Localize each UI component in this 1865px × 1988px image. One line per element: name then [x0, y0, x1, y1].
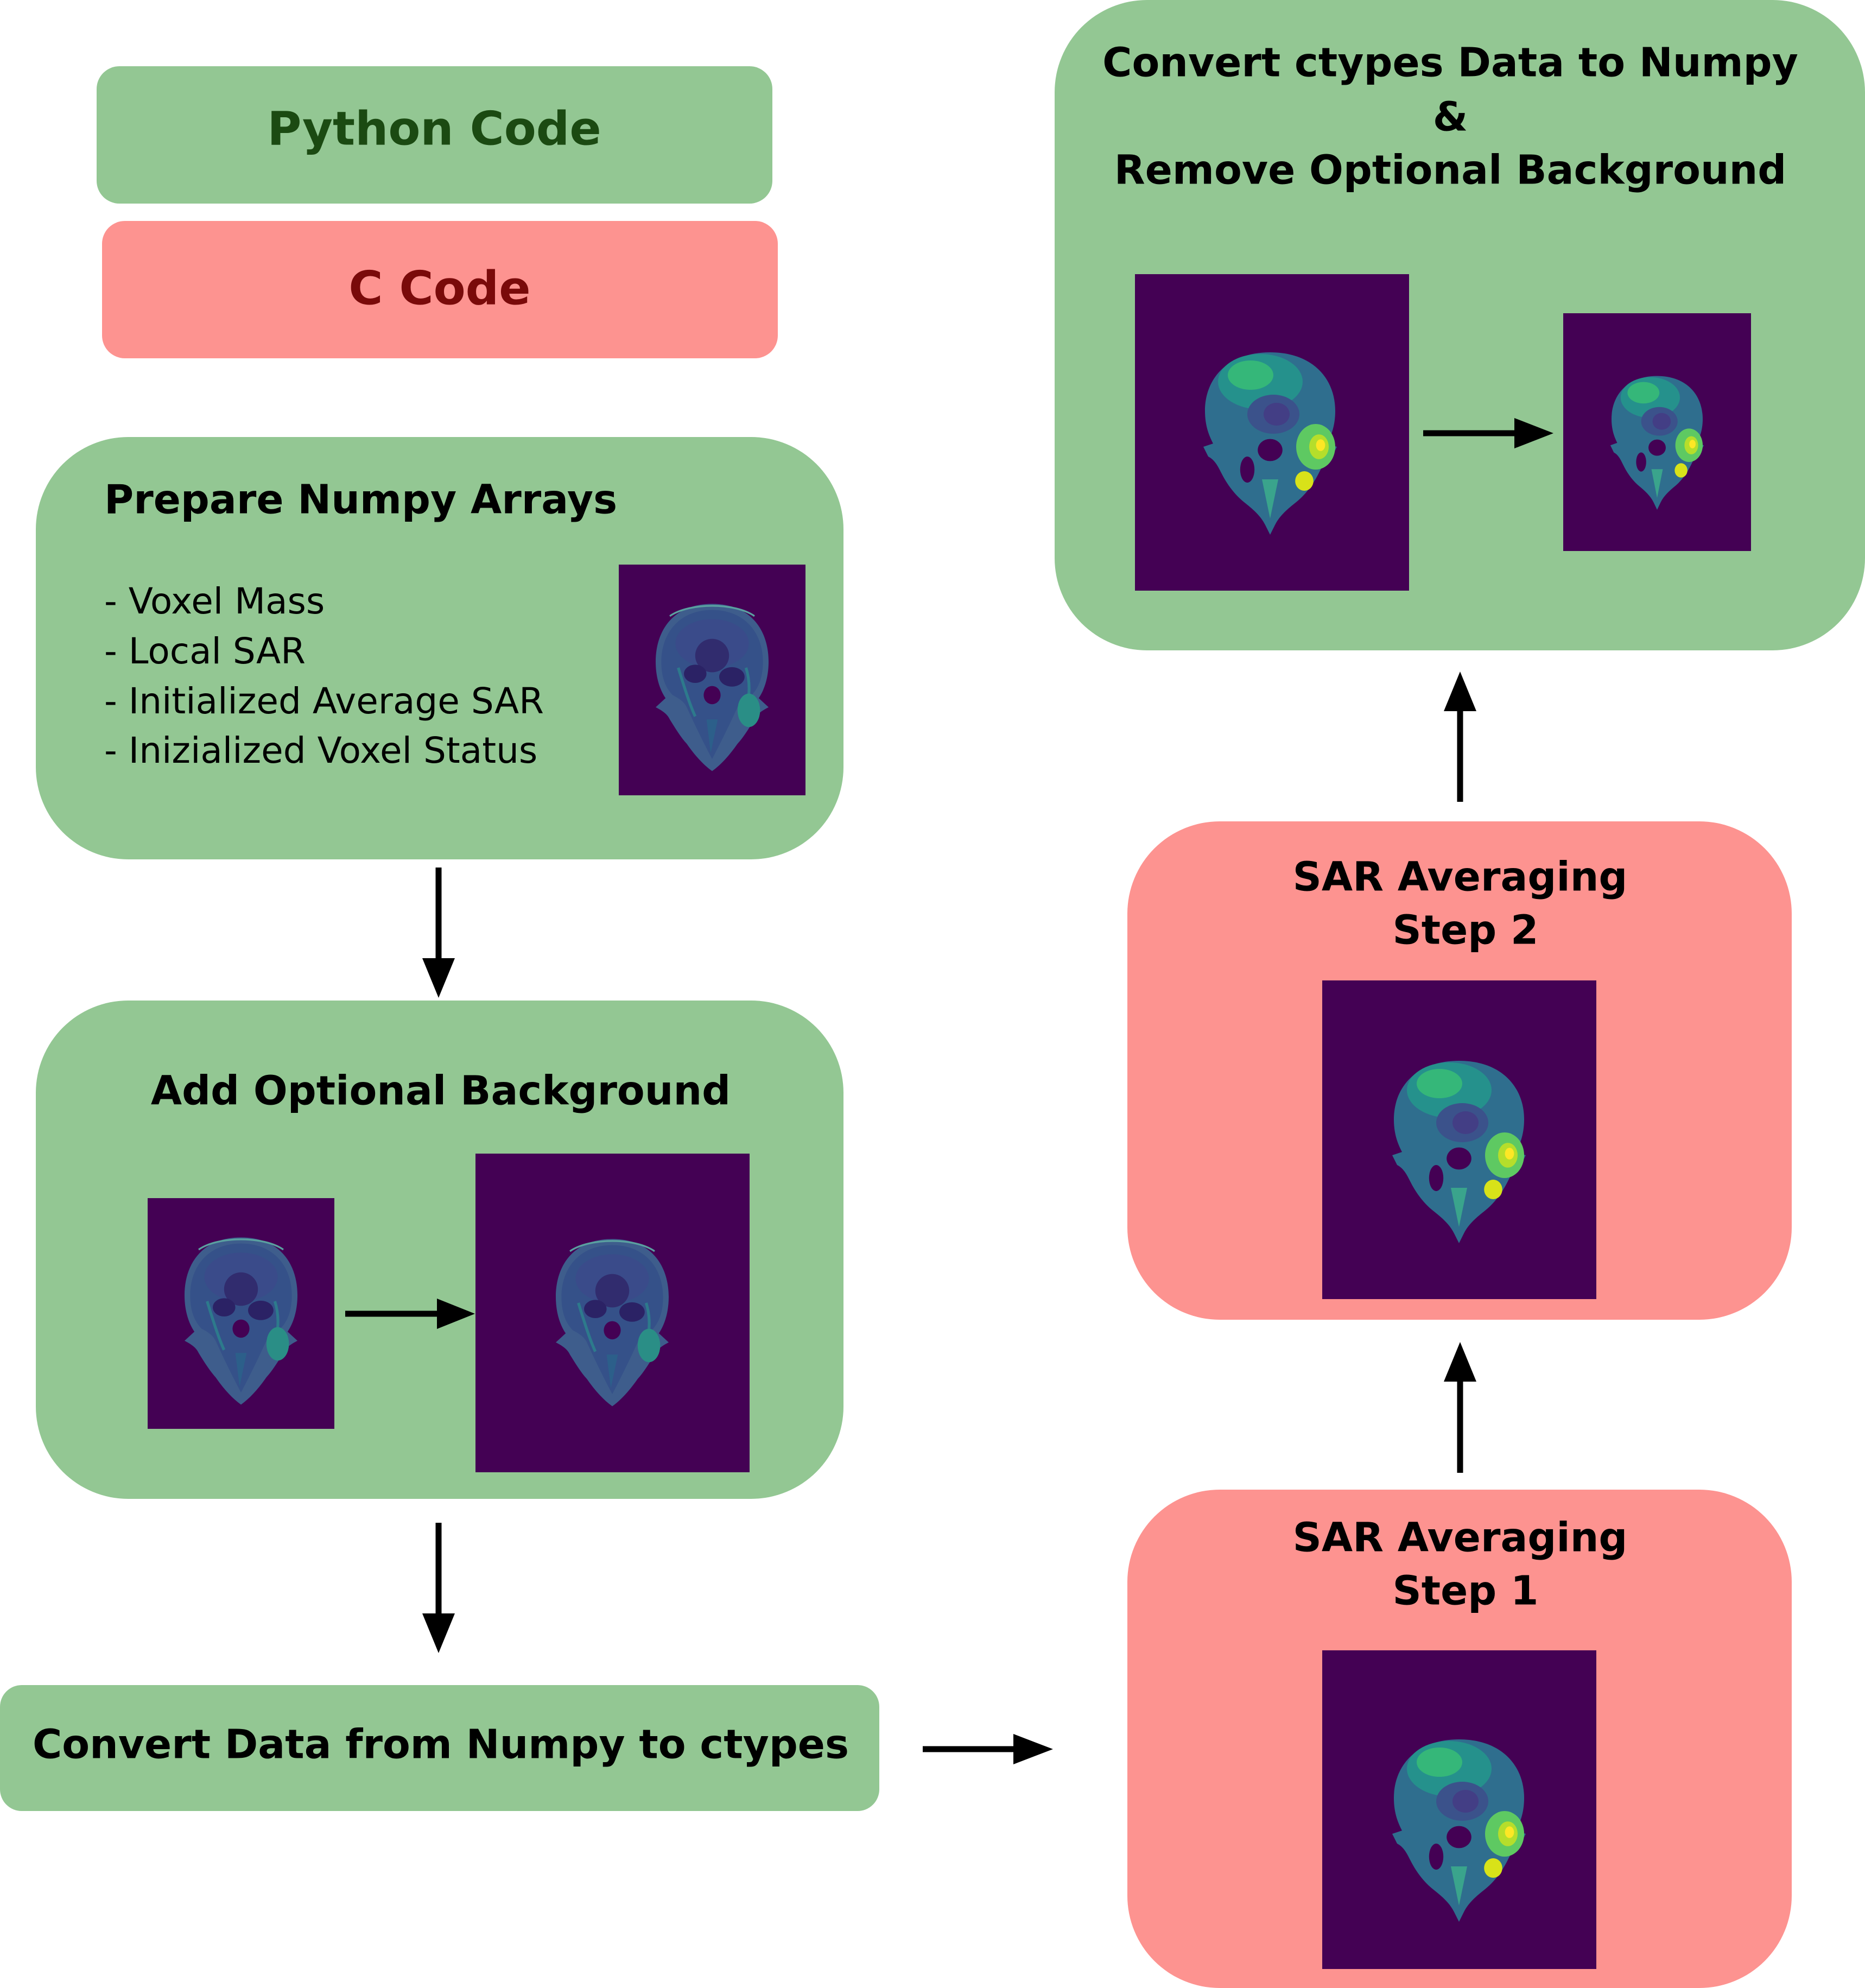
sar-step2-title-line2: Step 2 — [1392, 907, 1538, 954]
convert-ctypes-box — [0, 1685, 879, 1811]
sar-step1-title-line1: SAR Averaging — [1293, 1515, 1628, 1561]
legend-c: C Code — [102, 221, 778, 358]
step-sar-averaging-2: SAR Averaging Step 2 — [1127, 821, 1792, 1320]
background-after-image — [475, 1154, 750, 1472]
sar-step1-title-line2: Step 1 — [1392, 1568, 1538, 1615]
prepare-slice-image — [619, 565, 805, 795]
convert-back-title-line1: Convert ctypes Data to Numpy — [1102, 40, 1798, 86]
arrow-right-convert-back — [1423, 418, 1553, 448]
step-convert-to-ctypes: Convert Data from Numpy to ctypes — [0, 1685, 879, 1811]
convert-back-title-line2: & — [1433, 94, 1468, 141]
sar-step2-image — [1322, 980, 1596, 1299]
arrow-right-to-step1 — [923, 1734, 1053, 1764]
step-add-optional-background: Add Optional Background — [36, 1001, 843, 1499]
prepare-item: - Initialized Average SAR — [104, 680, 544, 722]
prepare-title: Prepare Numpy Arrays — [104, 477, 617, 523]
sar-step2-title-line1: SAR Averaging — [1293, 854, 1628, 901]
step-sar-averaging-1: SAR Averaging Step 1 — [1127, 1490, 1792, 1988]
legend-c-swatch — [102, 221, 778, 358]
legend-c-label: C Code — [348, 261, 530, 315]
background-title: Add Optional Background — [151, 1068, 731, 1115]
legend-python-label: Python Code — [267, 102, 601, 156]
legend: Python Code C Code — [97, 66, 778, 358]
step-convert-back: Convert ctypes Data to Numpy & Remove Op… — [1055, 0, 1865, 650]
prepare-item: - Inizialized Voxel Status — [104, 730, 537, 771]
arrow-down-2 — [422, 1523, 455, 1653]
arrow-up-2 — [1444, 672, 1476, 802]
convert-ctypes-title: Convert Data from Numpy to ctypes — [33, 1721, 849, 1768]
step-prepare-numpy-arrays: Prepare Numpy Arrays - Voxel Mass - Loca… — [36, 437, 843, 859]
convert-back-after-image — [1563, 313, 1751, 551]
prepare-item: - Local SAR — [104, 630, 306, 672]
arrow-down-1 — [422, 868, 455, 998]
legend-python-swatch — [97, 66, 772, 204]
arrow-right-inner — [345, 1299, 475, 1329]
convert-back-title-line3: Remove Optional Background — [1114, 147, 1787, 194]
background-before-image — [148, 1198, 334, 1429]
prepare-item: - Voxel Mass — [104, 580, 325, 622]
convert-back-before-image — [1135, 274, 1409, 591]
arrow-up-1 — [1444, 1342, 1476, 1473]
sar-step1-image — [1322, 1650, 1596, 1969]
legend-python: Python Code — [97, 66, 772, 204]
